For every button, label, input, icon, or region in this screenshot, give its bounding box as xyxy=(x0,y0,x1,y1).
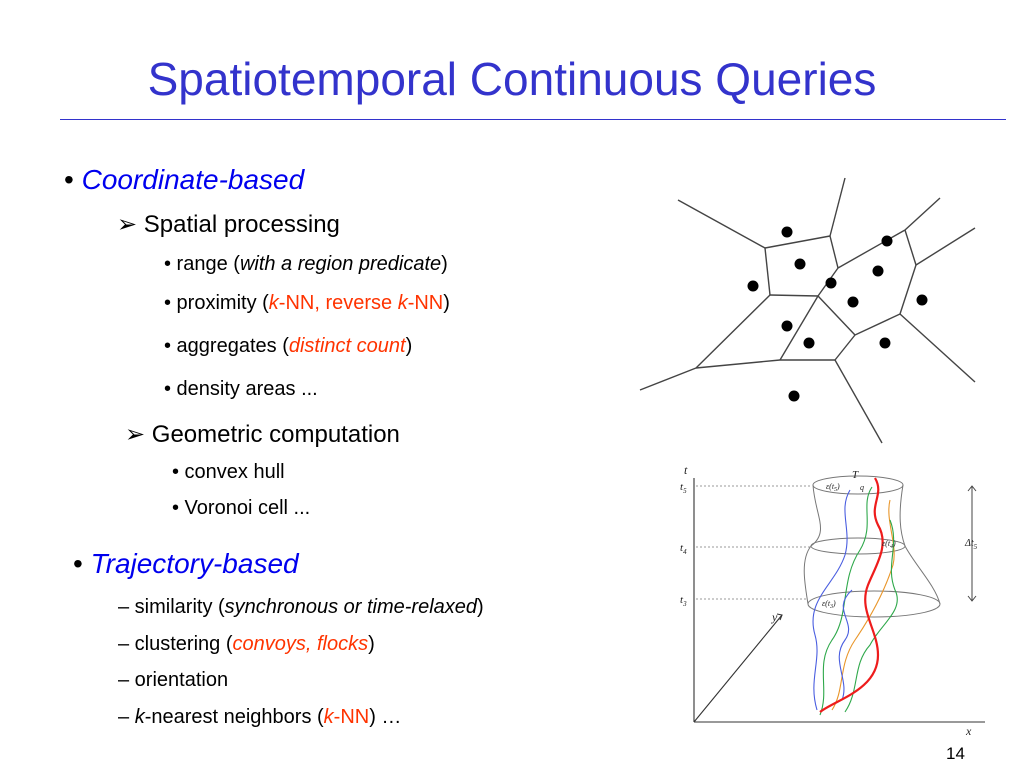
clustering-close: ) xyxy=(368,633,375,655)
arrow-bullet-icon: ➢ xyxy=(125,421,146,448)
range-detail: with a region predicate xyxy=(239,253,442,275)
density-item: • density areas ... xyxy=(164,378,318,400)
knn-item: – k-nearest neighbors (k-NN) … xyxy=(118,706,401,729)
trajectories xyxy=(812,486,898,716)
knn-mid: -nearest neighbors ( xyxy=(144,706,324,728)
voronoi-sites xyxy=(747,226,928,402)
knn-dash: – xyxy=(118,706,135,728)
bullet: • xyxy=(64,164,74,195)
delta-arrow xyxy=(967,485,977,602)
knn-close: ) … xyxy=(369,706,402,728)
similarity-close: ) xyxy=(477,596,484,618)
convex-hull-item: • convex hull xyxy=(172,461,285,483)
geometric-computation-item: ➢ Geometric computation xyxy=(125,420,400,449)
spatial-processing-item: ➢ Spatial processing xyxy=(117,210,340,239)
query-tube xyxy=(803,475,941,618)
geometric-computation-label: Geometric computation xyxy=(151,421,400,448)
aggregates-close: ) xyxy=(405,335,413,357)
time-guides xyxy=(696,485,812,600)
voronoi-cell-item: • Voronoi cell ... xyxy=(172,497,311,519)
spatial-processing-label: Spatial processing xyxy=(143,211,340,238)
axes xyxy=(693,478,985,723)
knn-tail: -NN xyxy=(333,706,370,728)
trajectory-heading: Trajectory-based xyxy=(90,548,299,579)
proximity-k1: k xyxy=(268,292,279,314)
query-trajectory-q xyxy=(819,477,884,713)
clustering-text: – clustering ( xyxy=(118,633,233,655)
range-text: • range ( xyxy=(164,253,240,275)
epsilon-t3: ε(t3) xyxy=(822,599,836,610)
similarity-detail: synchronous or time-relaxed xyxy=(224,596,478,618)
arrow-bullet-icon: ➢ xyxy=(117,211,138,238)
trajectory-diagram: t x y T q t5 t4 t3 ε(t5) ε(t4) ε(t3) Δt5 xyxy=(680,463,985,738)
aggregates-item: • aggregates (distinct count) xyxy=(164,335,412,358)
axis-x-label: x xyxy=(965,724,972,738)
tick-t3: t3 xyxy=(680,594,687,608)
range-close: ) xyxy=(441,253,448,275)
orientation-item: – orientation xyxy=(118,669,229,691)
similarity-item: – similarity (synchronous or time-relaxe… xyxy=(118,596,484,619)
proximity-close: ) xyxy=(443,292,450,314)
range-item: • range (with a region predicate) xyxy=(164,253,448,276)
voronoi-diagram xyxy=(639,177,976,444)
proximity-tail: -NN xyxy=(407,292,444,314)
title-divider xyxy=(60,119,1006,120)
similarity-text: – similarity ( xyxy=(118,596,225,618)
knn-k: k xyxy=(134,706,145,728)
page-number: 14 xyxy=(946,744,965,763)
label-q: q xyxy=(860,483,864,492)
proximity-mid: -NN, reverse xyxy=(278,292,398,314)
proximity-text: • proximity ( xyxy=(164,292,269,314)
axis-y-label: y xyxy=(771,610,778,624)
epsilon-t5: ε(t5) xyxy=(826,482,840,493)
voronoi-edges xyxy=(639,177,976,444)
label-T: T xyxy=(852,469,859,481)
coordinate-heading: Coordinate-based xyxy=(81,164,305,195)
trajectory-bullet-item: • Trajectory-based xyxy=(73,548,299,580)
aggregates-detail: distinct count xyxy=(288,335,406,357)
knn-k2: k xyxy=(323,706,334,728)
bullet: • xyxy=(73,548,83,579)
clustering-item: – clustering (convoys, flocks) xyxy=(118,633,375,656)
proximity-k2: k xyxy=(397,292,408,314)
delta-t5-label: Δt5 xyxy=(964,538,978,551)
proximity-item: • proximity (k-NN, reverse k-NN) xyxy=(164,292,450,315)
tick-t5: t5 xyxy=(680,481,687,495)
epsilon-t4: ε(t4) xyxy=(882,539,896,550)
slide-title: Spatiotemporal Continuous Queries xyxy=(147,53,877,105)
aggregates-text: • aggregates ( xyxy=(164,335,289,357)
axis-t-label: t xyxy=(684,463,688,477)
tick-t4: t4 xyxy=(680,542,687,556)
coordinate-bullet-item: • Coordinate-based xyxy=(64,164,304,196)
clustering-detail: convoys, flocks xyxy=(232,633,369,655)
